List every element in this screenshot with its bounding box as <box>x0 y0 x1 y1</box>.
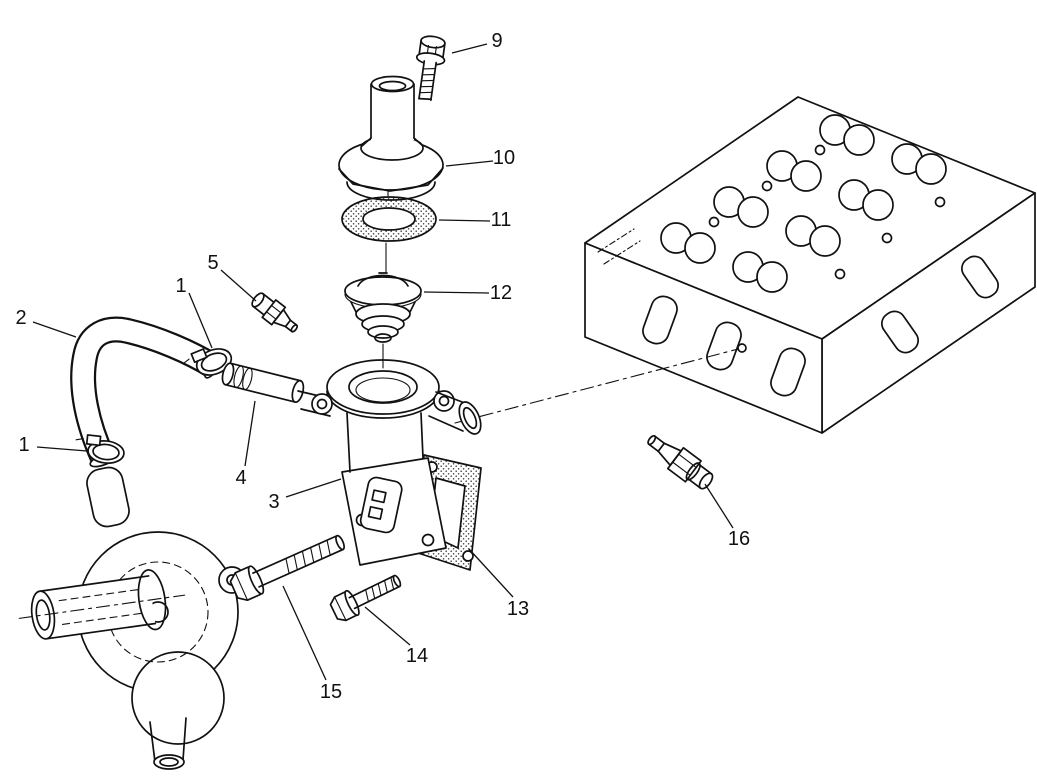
callout-leader-1 <box>188 292 213 349</box>
callout-leader-10 <box>445 160 494 167</box>
callout-leader-14 <box>364 606 411 646</box>
callout-leader-2 <box>32 321 77 338</box>
callout-label-11: 11 <box>491 209 512 231</box>
callout-label-3: 3 <box>268 491 279 513</box>
bolt-9 <box>415 35 446 102</box>
bolt-15 <box>229 534 345 602</box>
sensor-boss-hole <box>737 343 747 353</box>
sensor-centerline <box>454 347 743 424</box>
housing-outlet <box>458 401 482 435</box>
callout-label-9: 9 <box>491 30 502 52</box>
thermostat-cap <box>338 75 444 201</box>
callout-leader-11 <box>438 219 491 222</box>
callout-label-13: 13 <box>507 598 529 620</box>
callout-leader-1 <box>36 446 88 452</box>
callout-leader-4 <box>244 400 256 467</box>
engine-block <box>584 96 1036 434</box>
callout-label-15: 15 <box>320 681 342 703</box>
callout-label-1: 1 <box>175 275 186 297</box>
hose-clamp-lower <box>75 434 125 464</box>
callout-leader-15 <box>282 585 327 681</box>
housing-boss <box>359 476 403 534</box>
callout-label-2: 2 <box>15 307 26 329</box>
callout-label-4: 4 <box>235 467 246 489</box>
callout-label-10: 10 <box>493 147 515 169</box>
callout-leader-13 <box>468 548 514 598</box>
callout-leader-16 <box>704 483 734 529</box>
sensor-5 <box>251 292 299 333</box>
callout-leader-3 <box>285 478 342 498</box>
thermostat-housing <box>297 359 482 566</box>
bolt-14 <box>329 574 402 622</box>
pump-snout <box>18 569 186 640</box>
hose-clamp-upper <box>182 348 233 376</box>
callout-leader-12 <box>423 291 490 294</box>
cap-gasket <box>341 196 437 242</box>
callout-label-1: 1 <box>18 434 29 456</box>
thermostat <box>344 272 422 343</box>
callout-leader-9 <box>451 43 488 54</box>
callout-leader-5 <box>220 269 257 302</box>
callout-label-5: 5 <box>207 252 218 274</box>
callout-label-16: 16 <box>728 528 750 550</box>
hose-fitting <box>221 362 305 404</box>
water-pump <box>18 466 246 770</box>
callout-label-14: 14 <box>406 645 428 667</box>
temperature-sensor <box>647 434 714 490</box>
callout-label-12: 12 <box>490 282 512 304</box>
